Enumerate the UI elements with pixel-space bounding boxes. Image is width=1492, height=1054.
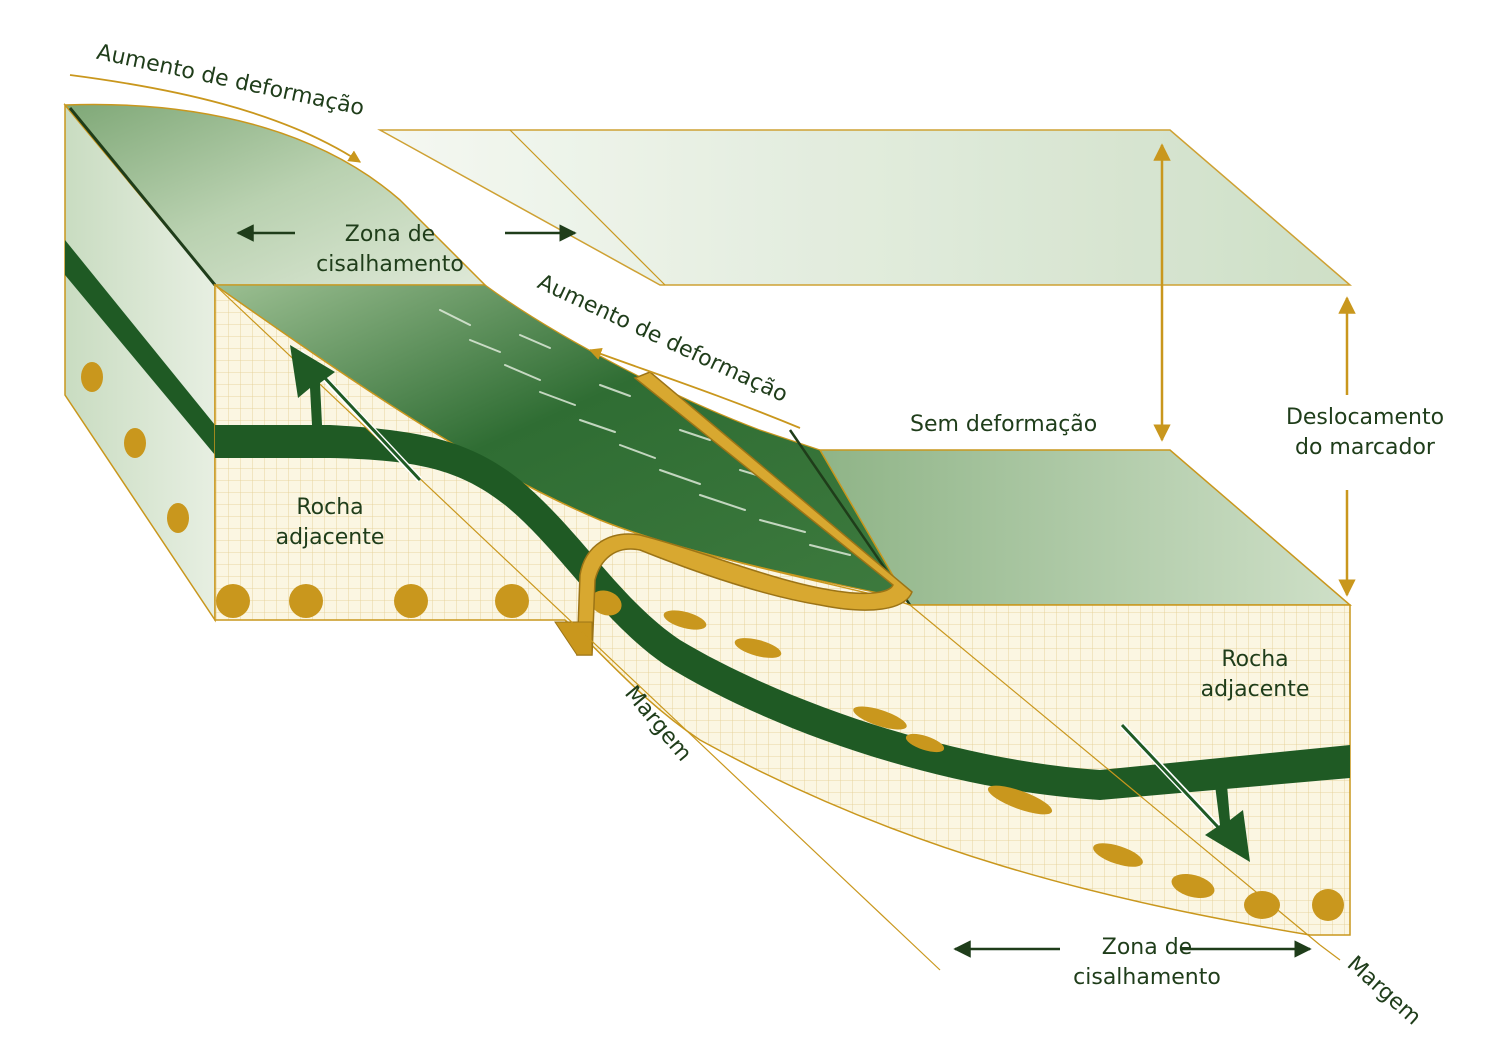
shear-zone-top-line2: cisalhamento: [316, 252, 464, 277]
slip-arrow-right: [1119, 722, 1250, 862]
front-marker-ellipses-deformed: [590, 590, 1344, 921]
margin-line-left: [214, 284, 941, 971]
no-deformation-label: Sem deformação: [910, 412, 1098, 437]
adjacent-rock-left-label: Rocha adjacente: [250, 493, 410, 553]
upper-block-top-surface: [63, 103, 487, 286]
adjacent-rock-left-line1: Rocha: [296, 495, 364, 520]
marker-displacement-line1: Deslocamento: [1285, 405, 1445, 430]
adjacent-rock-left-line2: adjacente: [275, 525, 385, 550]
left-side-marker-dots: [81, 362, 189, 533]
shear-zone-bottom-line1: Zona de: [1101, 935, 1193, 960]
shear-zone-bottom-label: Zona de cisalhamento: [1037, 933, 1257, 993]
adjacent-rock-right-line1: Rocha: [1221, 647, 1289, 672]
shear-zone-top-label: Zona de cisalhamento: [290, 220, 490, 280]
left-side-green-band: [65, 240, 215, 455]
green-marker-layer: [215, 425, 1350, 800]
shear-zone-streaks: [439, 309, 851, 556]
deformation-arrow-top: [69, 74, 362, 163]
shear-zone-bottom-line2: cisalhamento: [1073, 965, 1221, 990]
front-marker-dots-left: [216, 584, 529, 618]
deformation-arrow-mid: [588, 347, 801, 429]
slip-arrow-left: [290, 345, 423, 483]
adjacent-rock-right-label: Rocha adjacente: [1175, 645, 1335, 705]
gold-marker-base: [554, 621, 593, 656]
undeformed-ghost-block: [377, 129, 1353, 286]
marker-displacement-line2: do marcador: [1295, 435, 1435, 460]
adjacent-rock-right-line2: adjacente: [1200, 677, 1310, 702]
marker-displacement-label: Deslocamento do marcador: [1265, 403, 1465, 463]
shear-zone-top-line1: Zona de: [344, 222, 436, 247]
margin-line-right: [909, 604, 1321, 946]
